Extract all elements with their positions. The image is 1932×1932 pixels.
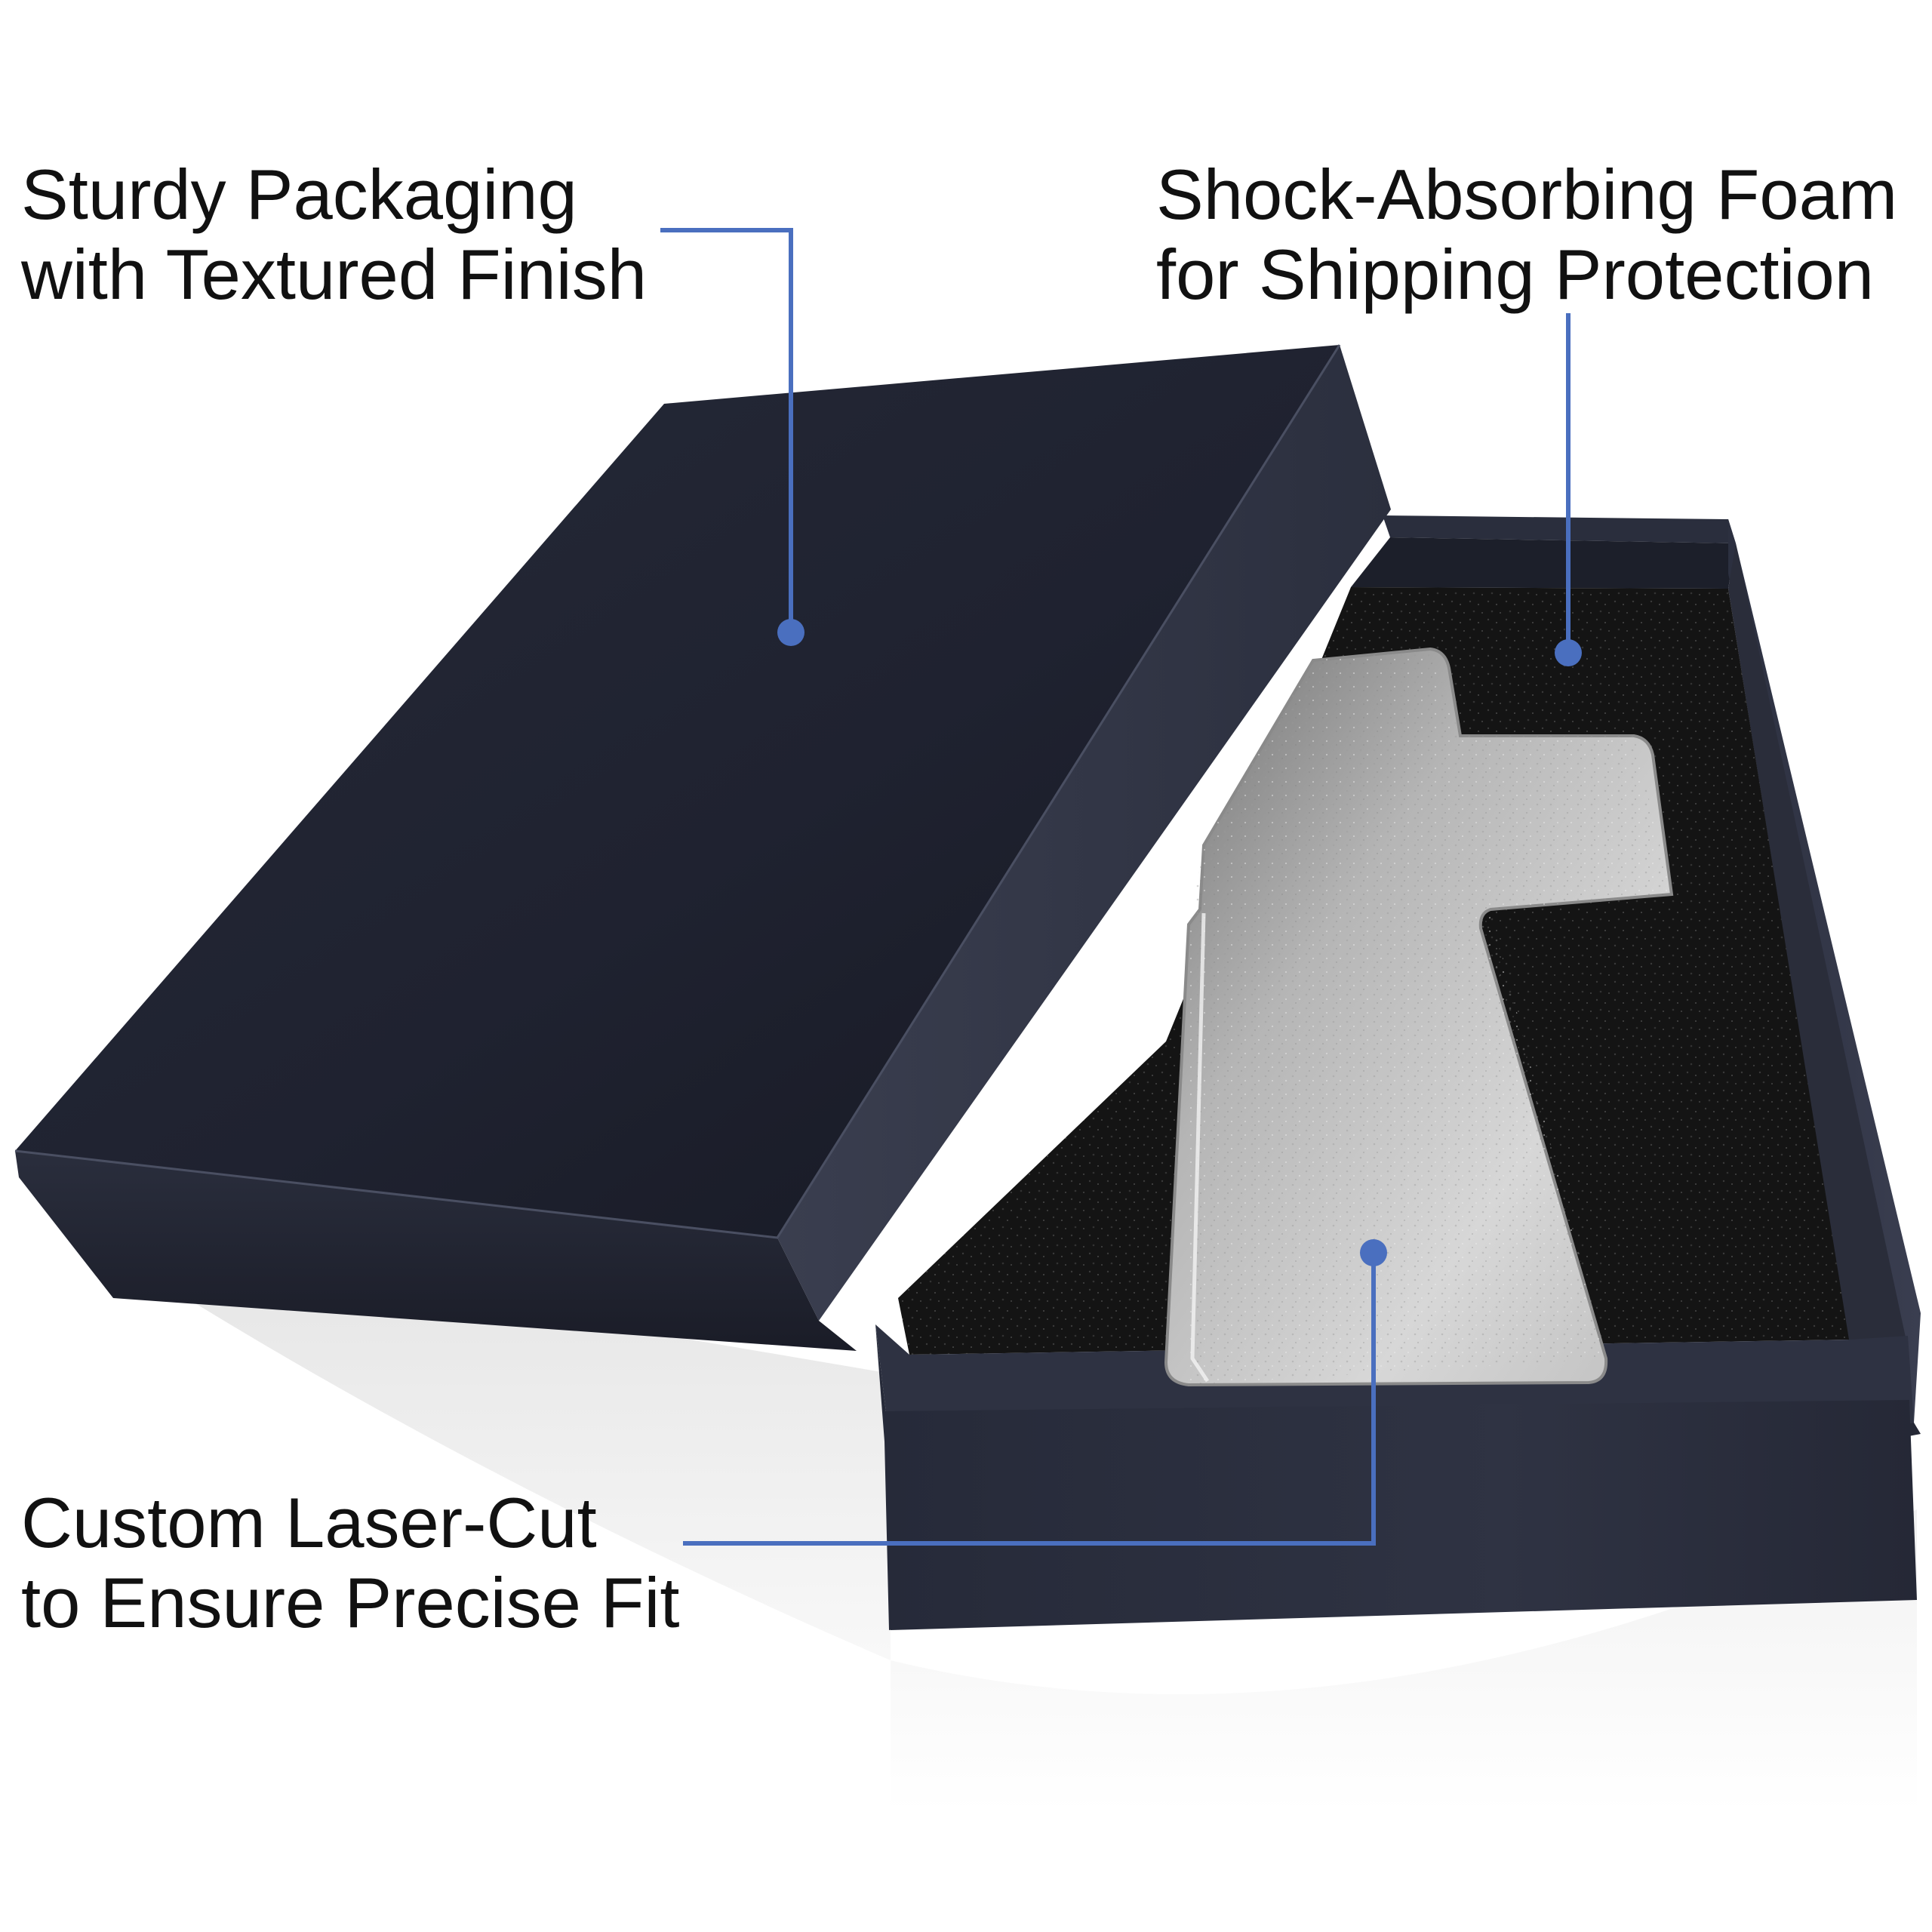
packaging-callout-line1: Sturdy Packaging — [21, 155, 577, 234]
lid-front-face — [15, 1151, 857, 1351]
base-box-front-panel — [884, 1400, 1917, 1630]
lid-top — [15, 345, 1340, 1238]
lasercut-callout-text: Custom Laser-Cut to Ensure Precise Fit — [21, 1483, 679, 1643]
lasercut-callout-line — [683, 1253, 1376, 1546]
packaging-callout-line — [660, 228, 793, 632]
foam-callout-line1: Shock-Absorbing Foam — [1156, 155, 1898, 234]
lasercut-callout-dot — [1360, 1239, 1387, 1266]
lid-edge-highlight — [14, 344, 1341, 1239]
base-box-back-rim — [1383, 515, 1736, 543]
floor-shadow — [91, 1238, 1917, 1811]
lid-side-face — [777, 345, 1391, 1321]
base-box-inner-right-wall — [1728, 543, 1906, 1343]
foam-callout-line2: for Shipping Protection — [1156, 235, 1875, 314]
packaging-callout-text: Sturdy Packaging with Textured Finish — [21, 155, 647, 315]
lasercut-callout-line1: Custom Laser-Cut — [21, 1483, 597, 1562]
foam-callout-dot — [1555, 639, 1582, 666]
acrylic-cross-edge — [1190, 912, 1210, 1383]
foam-callout-text: Shock-Absorbing Foam for Shipping Protec… — [1156, 155, 1897, 315]
acrylic-cross-texture — [1189, 649, 1672, 1385]
base-box-inner-back — [1351, 537, 1736, 589]
packaging-callout-line2: with Textured Finish — [21, 235, 647, 314]
packaging-callout-dot — [777, 619, 804, 646]
lasercut-callout-line2: to Ensure Precise Fit — [21, 1563, 680, 1642]
